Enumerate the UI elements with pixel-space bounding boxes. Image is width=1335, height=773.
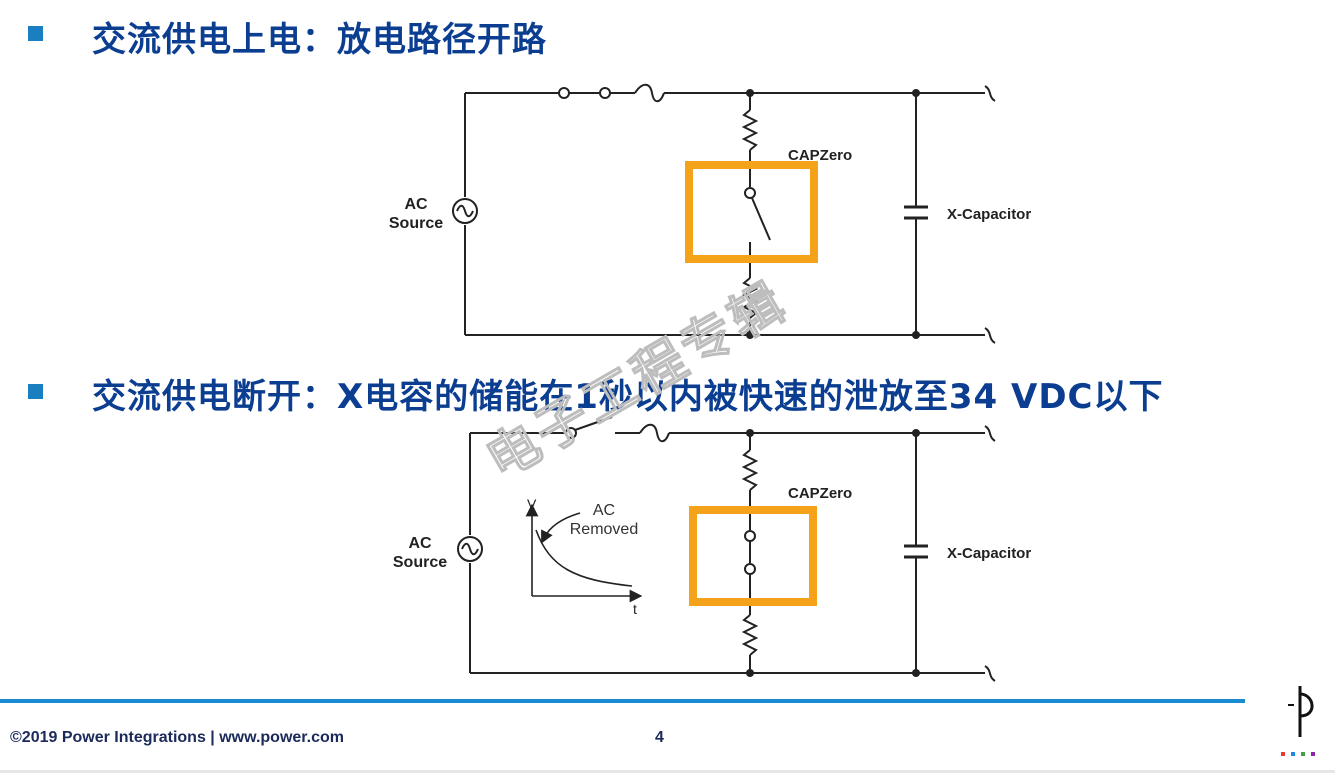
- junction-dot: [746, 669, 754, 677]
- capzero-box-1: [685, 161, 818, 263]
- resistor-bottom: [741, 614, 759, 656]
- capzero-label-1: CAPZero: [788, 147, 852, 164]
- junction-dot: [912, 669, 920, 677]
- footer-divider: [0, 699, 1245, 703]
- junction-dot: [746, 429, 754, 437]
- resistor-top: [741, 449, 759, 491]
- capzero-box-2: [689, 506, 817, 606]
- resistor-bottom: [741, 277, 759, 319]
- capzero-switch-contact: [744, 187, 756, 199]
- diagram-2: [457, 416, 996, 682]
- section-2-title: 交流供电断开：X电容的储能在1秒以内被快速的泄放至34 VDC以下: [92, 377, 1164, 417]
- power-integrations-logo-icon: [1281, 686, 1315, 756]
- ac-source-label-2: AC: [408, 535, 432, 552]
- inset-note-line1: AC: [593, 502, 615, 519]
- ac-source-label-1: AC: [404, 196, 428, 213]
- ac-source-label-1b: Source: [389, 215, 443, 232]
- decay-curve: [535, 529, 633, 587]
- resistor-top: [741, 109, 759, 151]
- junction-dot: [746, 89, 754, 97]
- switch-contact-1: [565, 427, 577, 439]
- bullet-1: [28, 26, 43, 41]
- xcap-label-2: X-Capacitor: [947, 545, 1031, 562]
- bullet-2: [28, 384, 43, 399]
- switch-contact-2: [599, 87, 611, 99]
- inset-v-label: V: [527, 496, 537, 512]
- capzero-switch-contact: [744, 563, 756, 575]
- mains-switch-open: [574, 416, 613, 431]
- ac-removed-arrow: [541, 512, 581, 544]
- junction-dot: [912, 89, 920, 97]
- diagram-1: [452, 83, 996, 344]
- inset-note-line2: Removed: [570, 521, 638, 538]
- capzero-label-2: CAPZero: [788, 485, 852, 502]
- page-number: 4: [655, 729, 664, 746]
- footer-copyright: ©2019 Power Integrations | www.power.com: [10, 729, 344, 746]
- section-1-title: 交流供电上电：放电路径开路: [92, 20, 547, 60]
- capzero-switch-open: [751, 197, 771, 241]
- junction-dot: [912, 331, 920, 339]
- circuit-diagrams: AC Source CAPZero X-Capacitor: [389, 83, 1031, 682]
- inset-t-label: t: [633, 601, 637, 617]
- bottom-bar: [0, 770, 1335, 773]
- fuse-symbol: [634, 83, 665, 103]
- discharge-curve-inset: [525, 503, 643, 603]
- ac-source-label-2b: Source: [393, 554, 447, 571]
- switch-contact-1: [558, 87, 570, 99]
- fuse-symbol: [639, 423, 670, 443]
- capzero-switch-contact: [744, 530, 756, 542]
- xcap-label-1: X-Capacitor: [947, 206, 1031, 223]
- junction-dot: [912, 429, 920, 437]
- junction-dot: [746, 331, 754, 339]
